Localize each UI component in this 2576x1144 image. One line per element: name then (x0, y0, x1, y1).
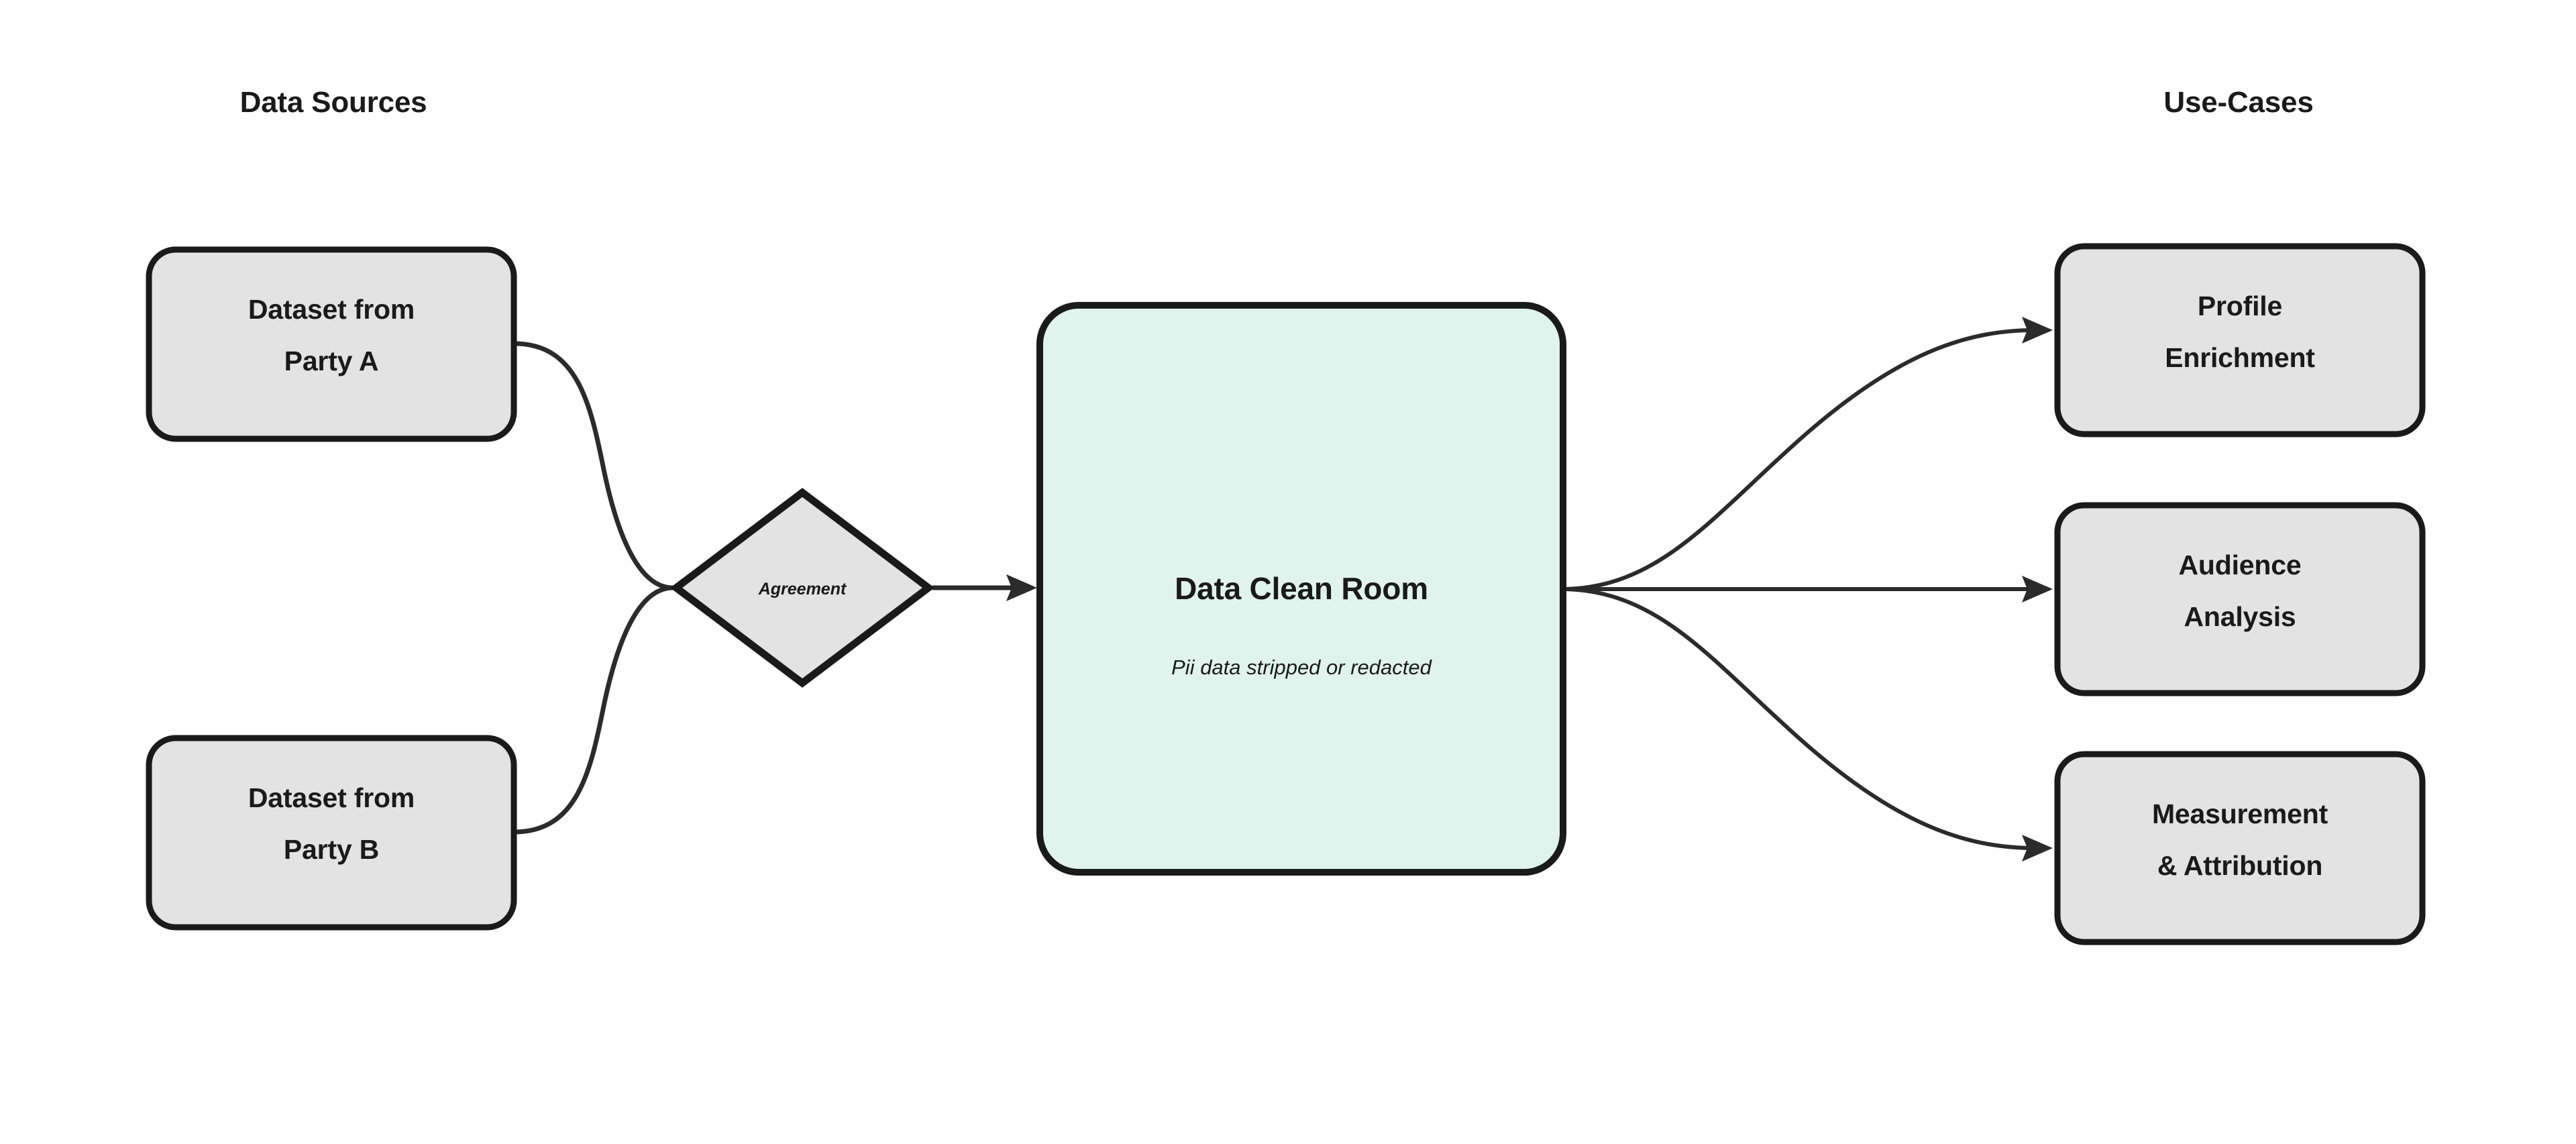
edge-dataset-b-to-agreement (513, 585, 674, 835)
heading-data-sources: Data Sources (240, 86, 427, 119)
node-dataset-b-label-line1: Dataset from (248, 782, 415, 813)
node-agreement-label: Agreement (758, 580, 847, 599)
edge-clean-room-to-profile-enrichment (1563, 328, 2037, 591)
node-dataset-a-shape[interactable] (146, 246, 517, 442)
node-profile-enrichment-label-line1: Profile (2198, 291, 2282, 321)
node-measurement-attribution-label-line1: Measurement (2152, 798, 2328, 829)
node-profile-enrichment-label-line2: Enrichment (2165, 342, 2315, 373)
arrowhead-audience-analysis (2022, 576, 2053, 603)
node-dataset-a-label-line1: Dataset from (248, 294, 415, 325)
node-agreement-shape[interactable] (669, 488, 935, 688)
node-data-clean-room-shape[interactable] (1036, 302, 1566, 876)
node-measurement-attribution-label-line2: & Attribution (2157, 850, 2322, 881)
node-profile-enrichment[interactable]: Profile Enrichment (2054, 243, 2426, 437)
heading-use-cases: Use-Cases (2163, 86, 2313, 119)
node-agreement[interactable]: Agreement (669, 488, 935, 688)
node-dataset-b[interactable]: Dataset from Party B (146, 735, 517, 931)
edge-clean-room-to-measurement-attribution (1563, 587, 2037, 850)
node-dataset-a-label-line2: Party A (284, 346, 379, 376)
edge-dataset-a-to-agreement (513, 341, 674, 590)
node-dataset-a[interactable]: Dataset from Party A (146, 246, 517, 442)
node-audience-analysis-shape[interactable] (2054, 502, 2426, 696)
node-profile-enrichment-shape[interactable] (2054, 243, 2426, 437)
node-measurement-attribution-shape[interactable] (2054, 751, 2426, 945)
node-audience-analysis[interactable]: Audience Analysis (2054, 502, 2426, 696)
node-audience-analysis-label-line1: Audience (2179, 550, 2302, 580)
edge-group (513, 317, 2053, 862)
node-audience-analysis-label-line2: Analysis (2184, 601, 2296, 632)
node-data-clean-room-subtitle: Pii data stripped or redacted (1171, 656, 1432, 679)
arrowhead-profile-enrichment (2022, 317, 2053, 344)
node-data-clean-room[interactable]: Data Clean Room Pii data stripped or red… (1036, 302, 1566, 876)
arrowhead-agreement-to-clean-room (1006, 574, 1037, 601)
arrowhead-measurement-attribution (2022, 835, 2053, 862)
node-dataset-b-label-line2: Party B (284, 834, 379, 865)
node-measurement-attribution[interactable]: Measurement & Attribution (2054, 751, 2426, 945)
node-dataset-b-shape[interactable] (146, 735, 517, 931)
node-data-clean-room-title: Data Clean Room (1175, 571, 1428, 606)
